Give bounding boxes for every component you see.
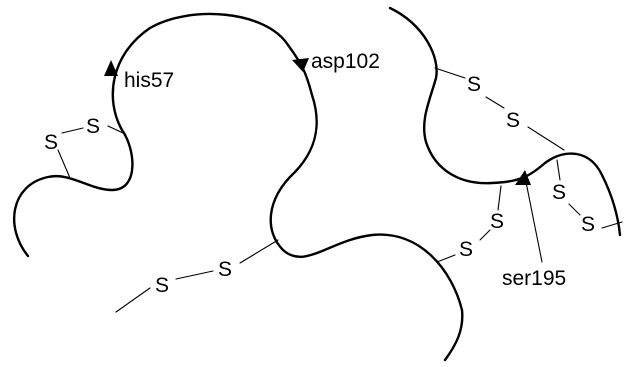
bond-s5-s6	[485, 96, 505, 109]
bond-s8-chain	[436, 254, 456, 263]
sulfur-atom-3: S	[155, 274, 169, 297]
asp102-label: asp102	[311, 50, 380, 73]
sulfur-atom-7: S	[490, 210, 504, 233]
sulfur-atom-8: S	[459, 238, 473, 261]
asp102-marker	[292, 58, 309, 72]
bond-s9-s10	[568, 203, 581, 216]
ser195-label: ser195	[502, 267, 566, 290]
backbone-right	[388, 6, 622, 237]
sulfur-atom-5: S	[467, 73, 481, 96]
bond-chain-s5	[434, 67, 466, 79]
his57-marker	[104, 60, 118, 76]
backbone-left	[13, 12, 464, 362]
bond-tail-s3	[115, 287, 151, 313]
bond-s10-edge	[601, 221, 623, 229]
ser195-marker	[515, 170, 531, 185]
bond-s4-chain	[239, 239, 279, 264]
bond-s6-chain	[527, 126, 565, 151]
bond-s1-s2	[61, 127, 84, 134]
bond-chain-s7	[497, 185, 502, 211]
his57-label: his57	[124, 69, 174, 92]
bond-s2-chain	[107, 125, 124, 134]
bond-chain-s1	[57, 149, 71, 179]
sulfur-atom-9: S	[552, 181, 566, 204]
sulfur-atom-1: S	[44, 131, 58, 154]
sulfur-atom-2: S	[86, 115, 100, 138]
bond-chain-s9	[556, 159, 561, 181]
sulfur-atom-6: S	[506, 109, 520, 132]
bond-s7-s8	[479, 229, 491, 241]
sulfur-atom-10: S	[581, 213, 595, 236]
ser195-pointer-line	[525, 181, 543, 263]
sulfur-atom-4: S	[218, 258, 232, 281]
bond-s3-s4	[175, 270, 214, 280]
